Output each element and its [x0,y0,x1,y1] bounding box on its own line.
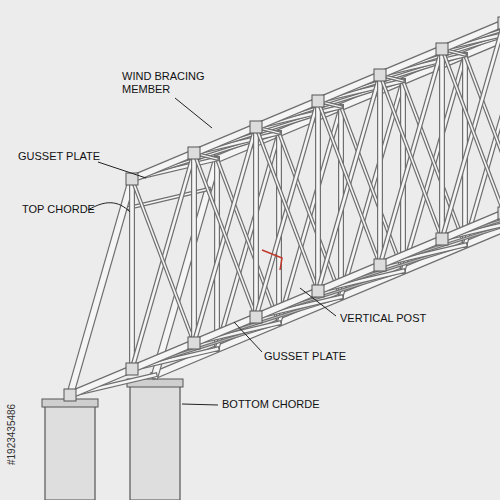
truss-member [318,75,380,291]
gusset-plate [64,389,76,401]
gusset-plate [188,147,200,159]
truss-member [377,75,383,265]
truss-member [318,75,380,291]
truss-member [316,101,320,291]
part-label: GUSSET PLATE [264,350,346,363]
truss-member [380,49,442,265]
truss-member [129,179,135,369]
truss-member [315,101,321,291]
image-id: #1923435486 [6,404,17,465]
truss-member [318,101,380,265]
truss-member [378,75,382,265]
gusset-plate [250,311,262,323]
gusset-plate [126,363,138,375]
gusset-plate [498,207,500,219]
truss-members [64,0,500,401]
truss-member [256,101,318,317]
truss-member [194,153,256,317]
highlight-detail [262,250,282,270]
gusset-plate [374,69,386,81]
truss-member [192,153,196,343]
gusset-plate [498,17,500,29]
truss-member [256,127,318,291]
gusset-plate [312,285,324,297]
truss-member [132,179,194,343]
gusset-plate [436,43,448,55]
truss-member [442,23,500,239]
part-label: WIND BRACING MEMBER [122,70,217,96]
truss-member [130,179,134,369]
truss-member [194,153,256,317]
truss-member [256,127,318,291]
truss-member [442,23,500,239]
truss-member [439,49,445,239]
truss-member [194,127,256,343]
truss-member [442,49,500,213]
truss-member [194,127,256,343]
truss-member [253,127,259,317]
truss-member [380,75,442,239]
truss-member [380,49,442,265]
bridge-pier [130,383,180,500]
gusset-plate [188,337,200,349]
truss-member [132,153,194,369]
gusset-plate [436,233,448,245]
truss-member [440,49,444,239]
gusset-plate [250,121,262,133]
truss-member [191,153,197,343]
truss-member [318,101,380,265]
truss-member [442,49,500,213]
part-label: BOTTOM CHORDE [222,398,320,411]
truss-member [132,153,194,369]
part-label: VERTICAL POST [340,312,426,325]
bridge-pier [45,403,95,500]
truss-member [132,179,194,343]
bridge-pier [42,379,183,500]
truss-member [254,127,258,317]
gusset-plate [374,259,386,271]
truss-member [380,75,442,239]
part-label: TOP CHORDE [22,203,95,216]
part-label: GUSSET PLATE [18,150,100,163]
truss-member [256,101,318,317]
gusset-plate [312,95,324,107]
